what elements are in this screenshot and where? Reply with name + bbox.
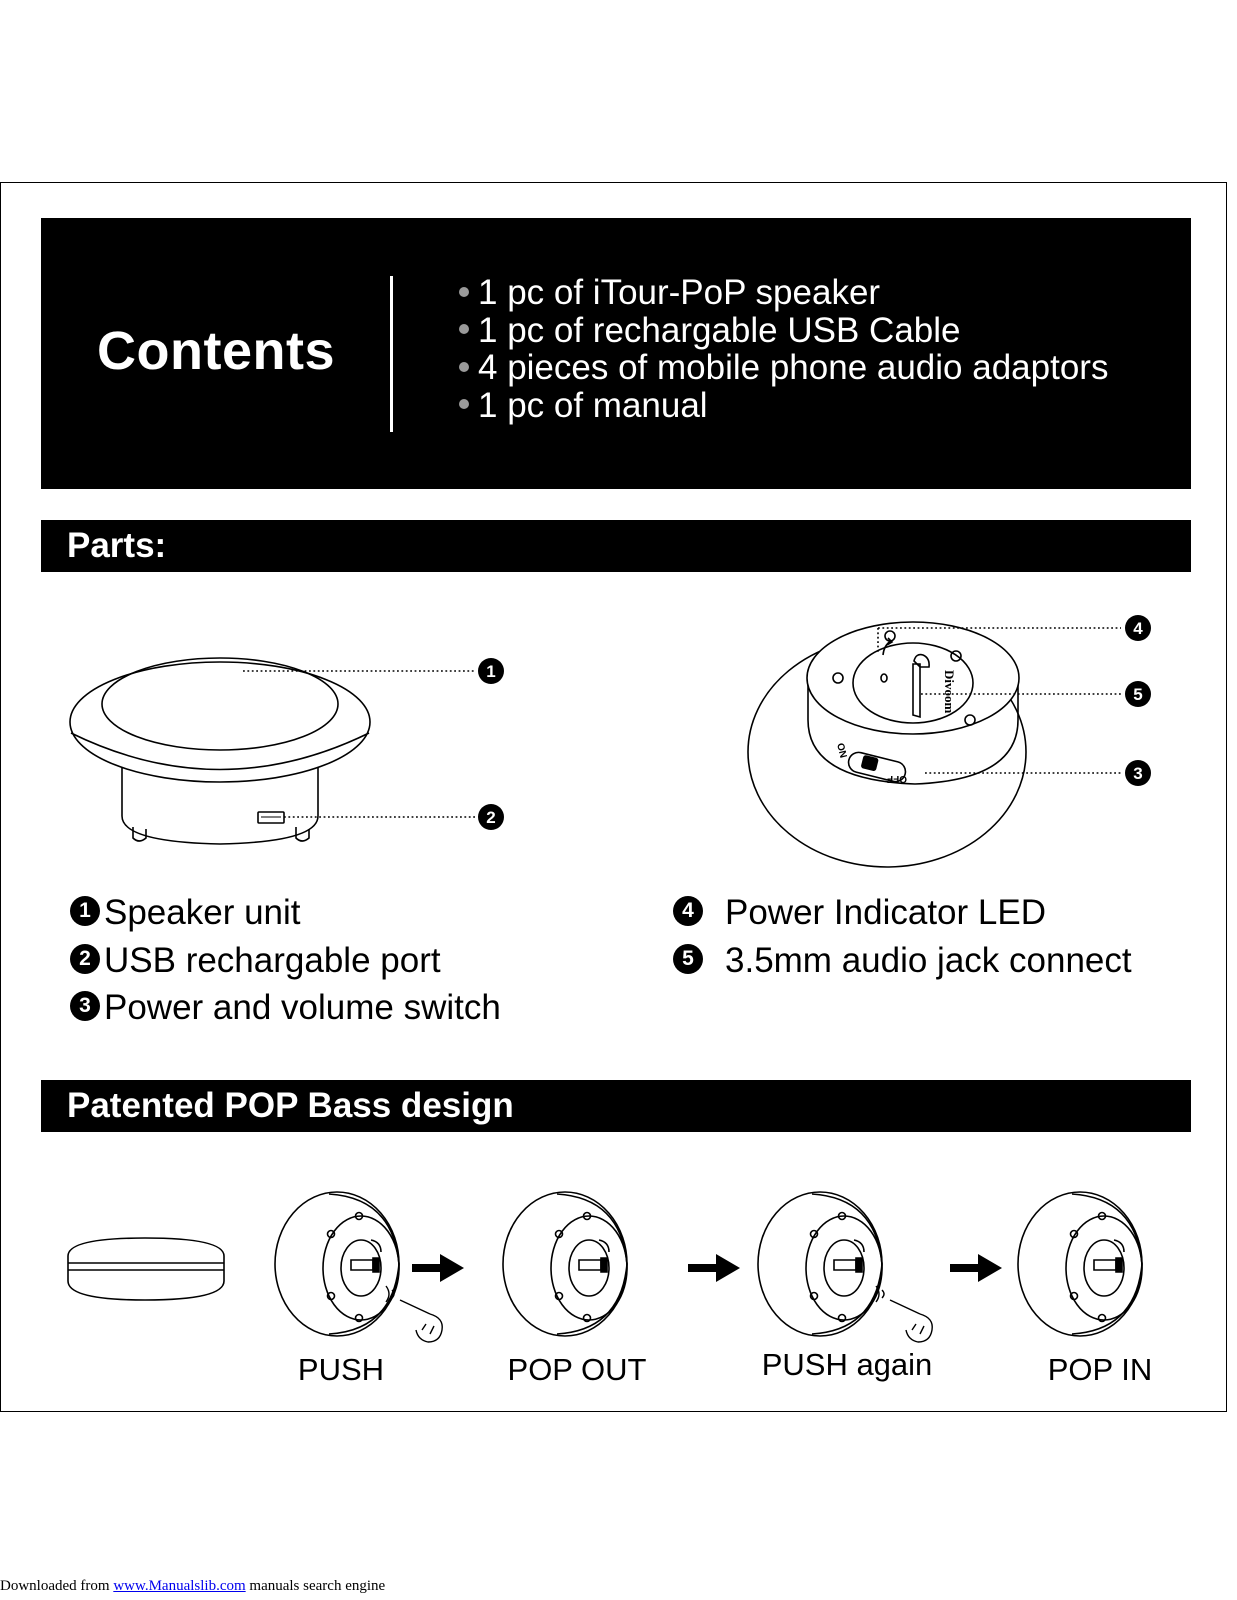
contents-list: 1 pc of iTour-PoP speaker 1 pc of rechar… [459, 274, 1108, 424]
contents-title: Contents [97, 321, 335, 381]
bullet-icon [459, 286, 469, 297]
legend-number: 4 [673, 895, 703, 926]
arrow-right-icon [412, 1254, 464, 1282]
callout-3: 3 [1133, 764, 1142, 783]
callout-1: 1 [486, 662, 495, 681]
parts-heading-bar: Parts: [41, 520, 1191, 572]
parts-heading: Parts: [67, 526, 167, 565]
page-frame [0, 182, 1227, 1412]
footer: Downloaded from www.Manualslib.com manua… [0, 1578, 385, 1595]
hand-icon [875, 1285, 933, 1343]
bullet-icon [459, 324, 469, 335]
step-pop-in-drawing [1017, 1191, 1143, 1337]
contents-panel: Contents 1 pc of iTour-PoP speaker 1 pc … [41, 218, 1191, 489]
brand-mark: Divoom [942, 670, 957, 714]
legend-number: 2 [70, 943, 100, 974]
step-pop-out-drawing [502, 1191, 628, 1337]
pop-heading-bar: Patented POP Bass design [41, 1080, 1191, 1132]
hand-icon [385, 1285, 443, 1343]
bullet-icon [459, 361, 469, 372]
legend-number: 5 [673, 943, 703, 974]
manualslib-link[interactable]: www.Manualslib.com [113, 1578, 246, 1594]
step-label-pop-out: POP OUT [507, 1352, 647, 1387]
pop-heading: Patented POP Bass design [67, 1086, 514, 1125]
step-label-pop-in: POP IN [1047, 1352, 1153, 1387]
bullet-icon [459, 399, 469, 410]
callout-4: 4 [1133, 619, 1143, 638]
legend-number: 1 [70, 895, 100, 926]
step-label-push-again: PUSH again [761, 1347, 933, 1382]
step-push-drawing [274, 1191, 400, 1337]
callout-5: 5 [1133, 685, 1142, 704]
contents-item: 1 pc of iTour-PoP speaker [459, 274, 1108, 312]
parts-illustration: ON OFF Divoom 1 2 3 4 5 [69, 615, 1151, 868]
arrow-right-icon [688, 1254, 740, 1282]
speaker-top-view [747, 621, 1027, 868]
contents-divider [390, 276, 393, 432]
switch-on-label: ON [834, 742, 848, 759]
contents-item: 1 pc of rechargable USB Cable [459, 311, 1108, 350]
flat-speaker [67, 1237, 225, 1301]
footer-suffix: manuals search engine [245, 1578, 386, 1594]
legend-number: 3 [70, 990, 100, 1021]
arrow-right-icon [950, 1254, 1002, 1282]
speaker-side-view [69, 657, 371, 845]
contents-item: 1 pc of manual [459, 386, 1108, 425]
step-push-again-drawing [757, 1191, 883, 1337]
step-label-push: PUSH [297, 1352, 385, 1387]
footer-prefix: Downloaded from [0, 1578, 114, 1594]
contents-item: 4 pieces of mobile phone audio adaptors [459, 349, 1108, 387]
callout-2: 2 [486, 808, 495, 827]
switch-off-label: OFF [887, 773, 907, 784]
